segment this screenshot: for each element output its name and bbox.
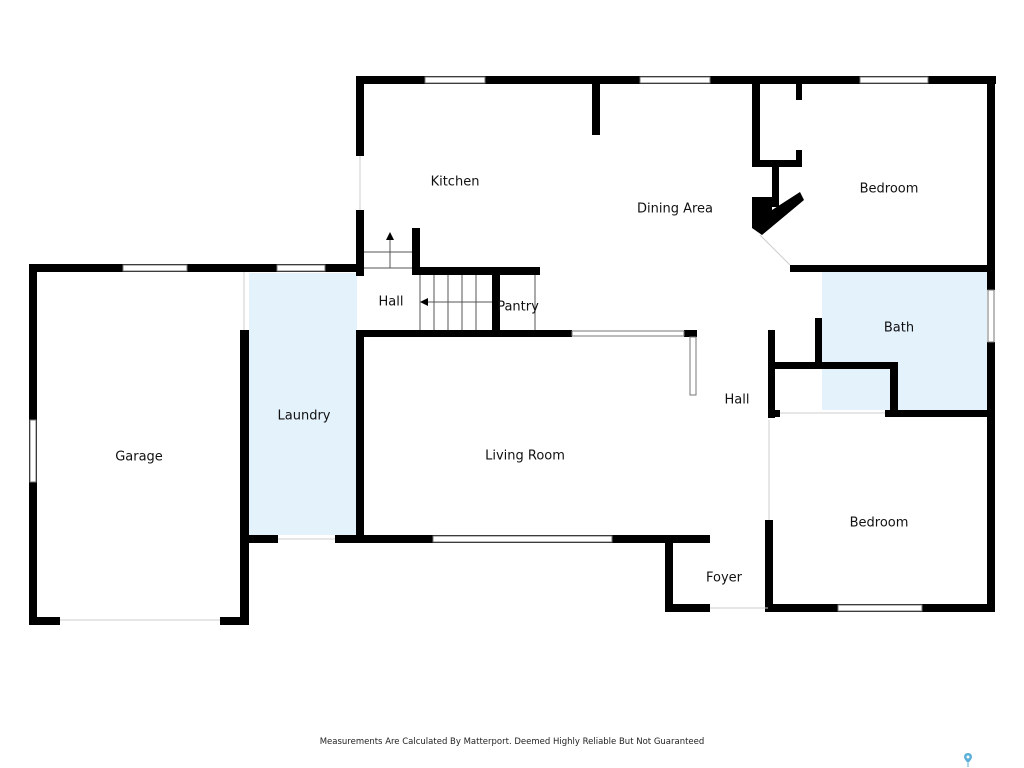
door-openings [60, 156, 885, 621]
room-label-hall-right: Hall [724, 392, 750, 408]
room-label-foyer: Foyer [705, 570, 743, 586]
room-label-garage: Garage [115, 449, 163, 465]
room-label-bedroom-top: Bedroom [859, 181, 919, 197]
map-pin-icon [964, 753, 972, 767]
stairs-up-arrow-icon [386, 232, 394, 240]
room-label-bath: Bath [883, 320, 915, 336]
room-label-bedroom-bottom: Bedroom [849, 515, 909, 531]
room-label-dining: Dining Area [636, 201, 714, 217]
room-label-hall-upper: Hall [378, 294, 404, 310]
room-label-pantry: Pantry [497, 299, 539, 315]
room-label-kitchen: Kitchen [430, 174, 480, 190]
disclaimer-text: Measurements Are Calculated By Matterpor… [319, 737, 705, 747]
laundry-fill [249, 273, 357, 535]
room-label-living: Living Room [485, 448, 565, 464]
stairs [364, 238, 536, 330]
stairs-left-arrow-icon [420, 298, 428, 306]
bath-fill-lower [822, 272, 890, 362]
windows [29, 76, 995, 612]
room-label-laundry: Laundry [277, 408, 331, 424]
